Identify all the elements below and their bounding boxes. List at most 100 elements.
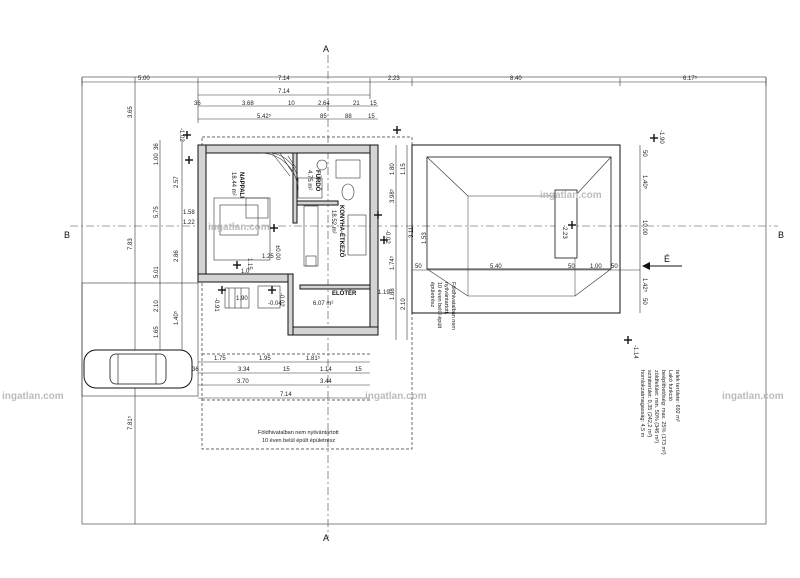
dim-right-8: 2.10 — [401, 298, 407, 310]
dim-bottom-8: 3.70 — [237, 379, 249, 385]
room-area-konyha: 18.52 m² — [330, 210, 336, 234]
section-marker-a-top: A — [323, 44, 329, 54]
garage-dim-2: 50 — [415, 264, 422, 270]
house-walls — [197, 144, 379, 336]
parking-area — [81, 282, 199, 397]
bathroom-fixtures — [297, 159, 361, 201]
watermark-2: ingatlan.com — [208, 222, 270, 233]
stair-dim-3: 1.90 — [236, 296, 248, 302]
north-label: É — [664, 254, 670, 264]
section-marker-b-left: B — [64, 230, 70, 240]
svg-text:zöldfelület: min. 50% (346 m²): zöldfelület: min. 50% (346 m²) — [653, 370, 659, 443]
stair-dim-1: 1.15 — [246, 258, 252, 270]
dim-top-1: 5.00 — [138, 76, 150, 82]
svg-text:nyilvántartott,: nyilvántartott, — [443, 282, 449, 315]
dim-bottom-6: 1.14 — [320, 367, 332, 373]
room-area-eloter: 6.07 m² — [313, 301, 333, 307]
note-stats: telek területe: 692 m² Lakó funkció beép… — [639, 370, 680, 455]
note-side: Földhivatalban nem nyilvántartott, 10 év… — [429, 282, 456, 330]
note-unregistered-2: 10 éven belül épült épületrész — [262, 438, 335, 444]
level-5: -0.02 — [384, 230, 390, 244]
dim-bottom-11: 36 — [192, 367, 199, 373]
dim-left-inner-6: 1.22 — [183, 220, 195, 226]
entrance-steps — [224, 285, 281, 309]
dim-right-1: 1.80 — [390, 163, 396, 175]
garage-dim-6: 1.40⁵ — [641, 175, 648, 190]
garage-dim-3: 50 — [568, 264, 575, 270]
dim-left-inner-8: 2.86 — [174, 250, 180, 262]
svg-text:beépíthetőség: max. 25% (173 m: beépíthetőség: max. 25% (173 m²) — [660, 370, 666, 455]
svg-text:Földhivatalban nem: Földhivatalban nem — [450, 282, 456, 330]
garage-dim-10: 50 — [641, 150, 647, 157]
dim-top-4: 8.40 — [510, 76, 522, 82]
dim-right-5: 1.53 — [422, 232, 428, 244]
dim-left-inner-3: 2.57 — [174, 176, 180, 188]
room-area-furdo: 4.75 m² — [306, 170, 312, 190]
dim-bottom-3: 1.81⁵ — [306, 355, 321, 362]
svg-text:10 éven belül épült: 10 éven belül épült — [436, 282, 442, 329]
garage-dim-4: 1.00 — [590, 264, 602, 270]
dim-top-row4-3: 88 — [345, 114, 352, 120]
dim-bottom-9: 3.44 — [320, 379, 332, 385]
section-marker-b-right: B — [778, 230, 784, 240]
dim-bottom-5: 15 — [283, 367, 290, 373]
dim-right-9: 1.19 — [378, 290, 390, 296]
room-name-nappali: NAPPALI — [238, 172, 244, 198]
garage-dim-9: -2.23 — [561, 225, 567, 239]
svg-text:telek területe: 692 m²: telek területe: 692 m² — [674, 370, 680, 422]
svg-text:épületrész: épületrész — [429, 282, 435, 308]
dim-left-2: 7.83 — [128, 238, 134, 250]
dim-left-inner-5: 1.58 — [183, 210, 195, 216]
dim-left-inner-4: 5.75 — [154, 206, 160, 218]
level-1: -1.02 — [178, 128, 184, 142]
north-arrow-icon — [642, 262, 682, 270]
note-unregistered-1: Földhivatalban nem nyilvántartott — [258, 430, 339, 436]
dim-left-inner-10: 1.65 — [154, 326, 160, 338]
car-icon — [83, 349, 193, 389]
room-name-konyha: KONYHA-ÉTKEZŐ — [338, 205, 346, 258]
dim-bottom-4: 3.34 — [238, 367, 250, 373]
dim-left-inner-2: 1.00 — [154, 153, 160, 165]
dim-top-row4-4: 15 — [368, 114, 375, 120]
spiral-staircase — [259, 152, 299, 191]
garage-dim-1: 5.40 — [490, 264, 502, 270]
level-marker-crosses — [183, 126, 658, 344]
dim-bottom-10: 7.14 — [280, 392, 292, 398]
dim-top-row3-6: 15 — [370, 101, 377, 107]
room-area-nappali: 18.44 m² — [230, 172, 236, 196]
dim-top-3: 2.23 — [388, 76, 400, 82]
dim-top-2: 7.14 — [278, 76, 290, 82]
dim-right-2: 1.15 — [401, 163, 407, 175]
dim-right-7: 1.88 — [390, 288, 396, 300]
watermark-1: ingatlan.com — [2, 391, 64, 402]
dim-top-row3-3: 10 — [288, 101, 295, 107]
dim-top-row2: 7.14 — [278, 89, 290, 95]
dim-left-inner-7: 5.01 — [154, 266, 160, 278]
room-name-furdo: FÜRDŐ — [314, 170, 321, 192]
level-7: -0.04 — [268, 301, 282, 307]
watermark-4: ingatlan.com — [365, 391, 427, 402]
garage-outline — [411, 144, 621, 314]
garage-dim-11: 50 — [641, 298, 647, 305]
dim-top-row3-2: 3.68 — [242, 101, 254, 107]
plot-boundary — [81, 76, 767, 525]
dim-top-row4-2: 85 — [320, 114, 327, 120]
dim-bottom-7: 15 — [355, 367, 362, 373]
svg-text:szintterület: 0,35 (242,2 m²): szintterület: 0,35 (242,2 m²) — [646, 370, 652, 437]
room-name-eloter: ELŐTÉR — [332, 289, 357, 297]
level-8: -1.14 — [632, 345, 638, 359]
dim-right-3: 3.98⁵ — [389, 188, 396, 203]
dim-left-inner-9: 2.10 — [154, 300, 160, 312]
garage-dim-8: 10.00 — [641, 220, 647, 236]
dim-right-6: 1.74⁵ — [389, 255, 396, 270]
stair-dim-4: 1.25 — [262, 254, 274, 260]
dim-left-inner-11: 1.40⁵ — [173, 310, 180, 325]
dim-bottom-1: 1.75 — [214, 356, 226, 362]
garage-dim-7: 1.42⁵ — [641, 278, 648, 293]
svg-text:homlokzatmagasság: 4,5 m: homlokzatmagasság: 4,5 m — [639, 370, 645, 438]
dim-top-row3-1: 36 — [194, 101, 201, 107]
watermark-3: ingatlan.com — [540, 190, 602, 201]
level-4: -0.02 — [278, 293, 284, 307]
living-furniture — [213, 197, 271, 261]
dim-right-4: 3.11 — [409, 226, 415, 238]
